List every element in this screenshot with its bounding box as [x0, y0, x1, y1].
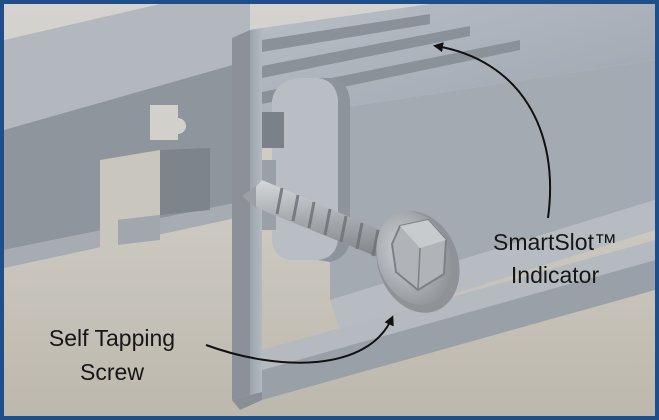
screw-arrow — [205, 315, 394, 364]
screw-label-line1: Self Tapping — [49, 325, 175, 351]
screw-label-line2: Screw — [80, 359, 144, 385]
illustration: SmartSlot™ Indicator Self Tapping Screw — [4, 4, 655, 416]
vertical-plate — [232, 28, 262, 410]
smartslot-label-line2: Indicator — [511, 262, 600, 288]
smartslot-label-line1: SmartSlot™ — [493, 229, 617, 255]
left-rail — [4, 4, 250, 268]
smartslot-arrow — [433, 42, 552, 219]
self-tapping-screw — [242, 180, 460, 313]
